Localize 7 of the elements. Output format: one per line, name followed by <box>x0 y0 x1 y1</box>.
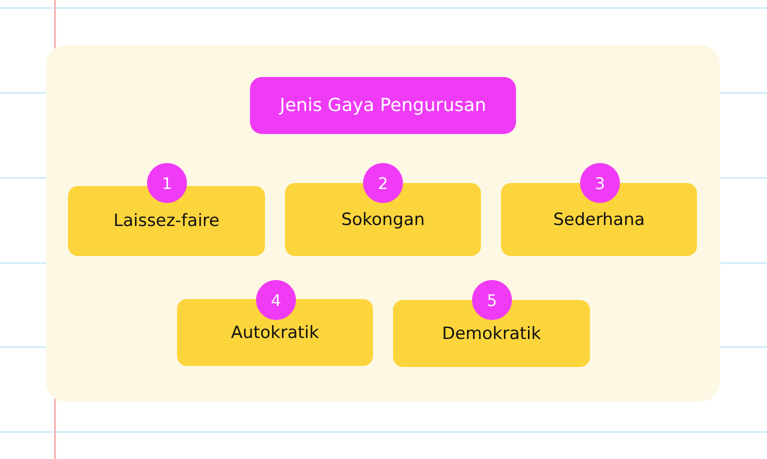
number-badge: 3 <box>580 163 620 203</box>
number-badge: 5 <box>472 280 512 320</box>
number-badge: 2 <box>363 163 403 203</box>
number-badge: 4 <box>256 280 296 320</box>
background-panel <box>46 45 720 402</box>
title-box: Jenis Gaya Pengurusan <box>250 77 516 134</box>
number-badge: 1 <box>147 163 187 203</box>
